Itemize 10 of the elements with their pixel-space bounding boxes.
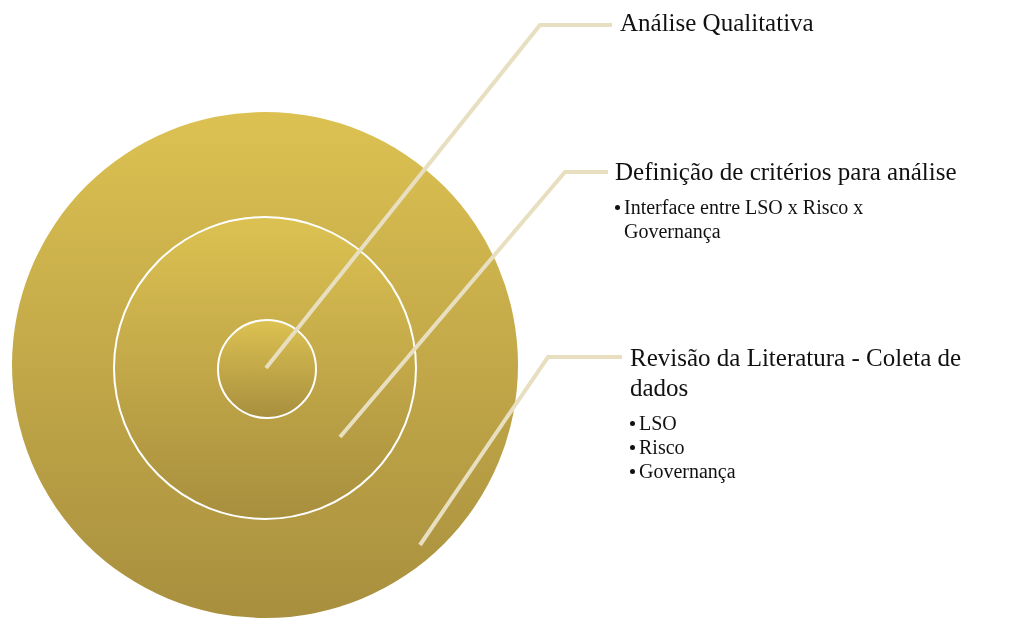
heading-text: Definição de critérios para análise <box>615 157 958 187</box>
bullet-item: Interface entre LSO x Risco x Governança <box>624 195 865 243</box>
heading-text: Análise Qualitativa <box>620 8 815 38</box>
bullet-item: Governança <box>639 459 736 483</box>
leader-line <box>338 170 608 439</box>
leader-line <box>264 23 612 370</box>
leader-line <box>418 355 622 547</box>
heading-text: Revisão da Literatura - Coleta de dados <box>630 343 963 403</box>
bullet-item: LSO <box>639 411 677 435</box>
bullet-item: Risco <box>639 435 685 459</box>
